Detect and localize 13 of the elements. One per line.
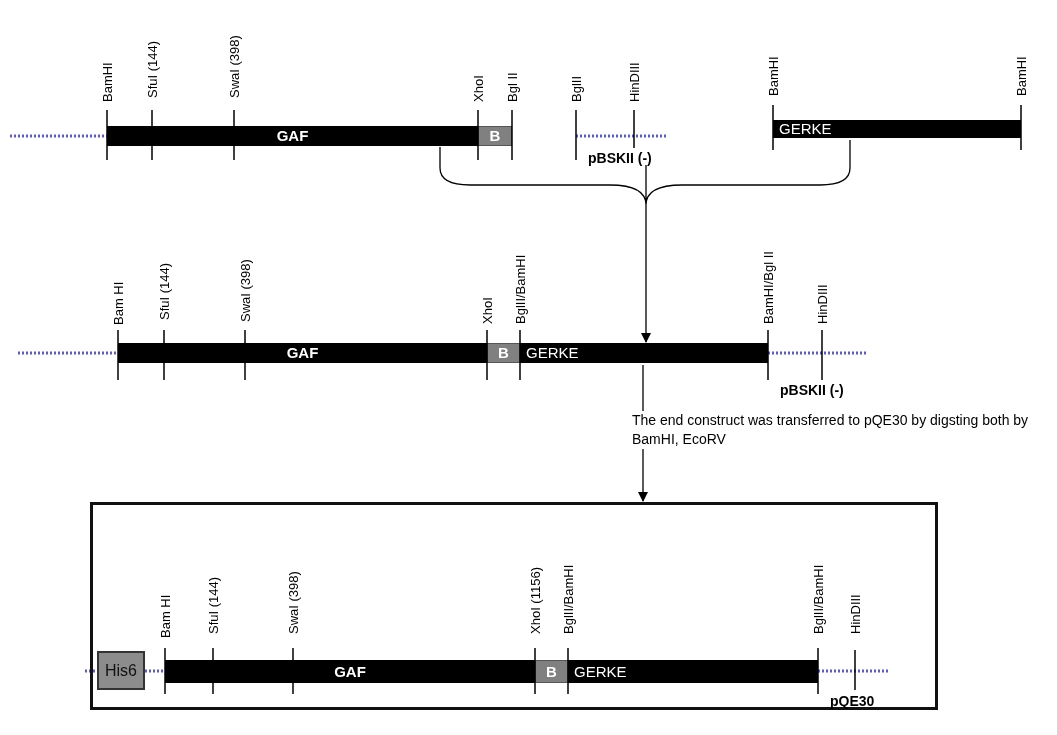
gene-bar: GERKE — [568, 660, 818, 683]
brace-arrow — [439, 139, 851, 343]
gene-bar: GAF — [118, 343, 487, 363]
gene-bar: GERKE — [520, 343, 768, 363]
gene-bar: GAF — [165, 660, 535, 683]
vector-label: pBSKII (-) — [588, 150, 652, 166]
construct-frame — [90, 502, 938, 710]
gene-bar: GAF — [107, 126, 478, 146]
tag-box: His6 — [97, 651, 145, 690]
gene-bar: GERKE — [773, 120, 1021, 138]
domain-block: B — [478, 126, 512, 146]
vector-label: pQE30 — [830, 693, 875, 709]
vector-label: pBSKII (-) — [780, 382, 844, 398]
